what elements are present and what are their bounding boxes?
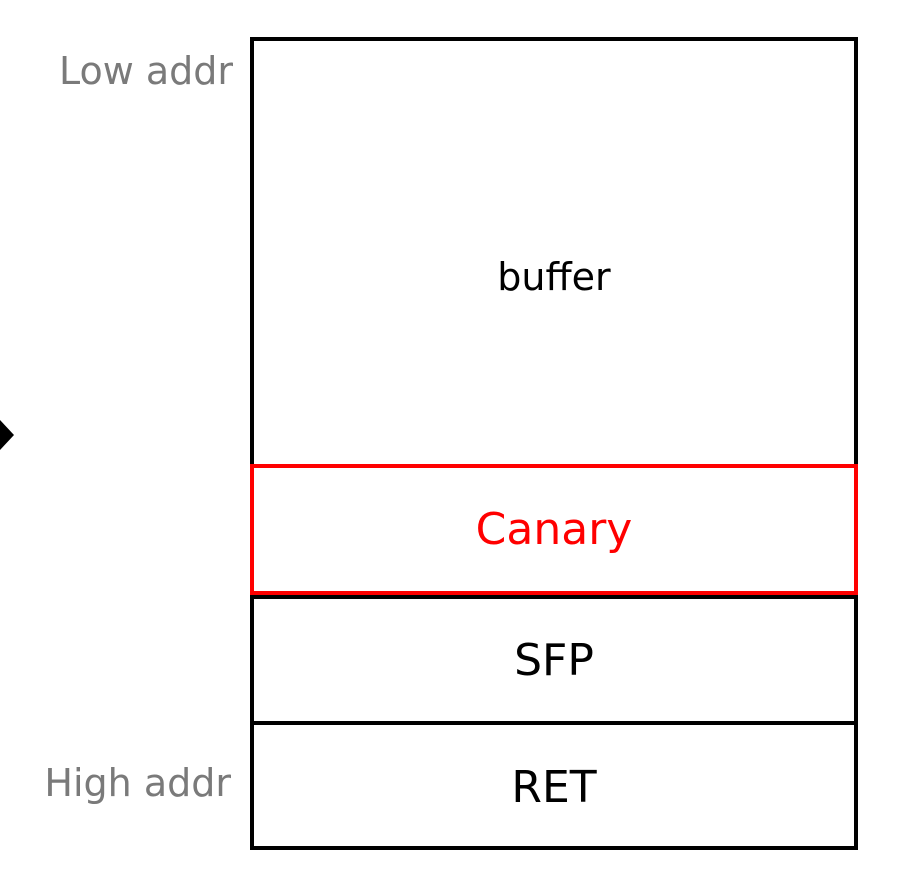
segment-label-ret: RET <box>511 761 597 813</box>
stack-frame: buffer Canary SFP RET <box>250 37 858 850</box>
segment-label-sfp: SFP <box>514 635 594 686</box>
arrow-right-icon <box>0 420 14 450</box>
low-addr-label: Low addr <box>58 49 233 93</box>
high-addr-label: High addr <box>44 761 231 805</box>
stack-segment-canary: Canary <box>250 464 858 595</box>
segment-label-buffer: buffer <box>497 255 611 299</box>
segment-label-canary: Canary <box>475 503 633 555</box>
stack-segment-sfp: SFP <box>254 595 854 723</box>
stack-segment-ret: RET <box>254 721 854 850</box>
stack-segment-buffer: buffer <box>254 41 854 503</box>
